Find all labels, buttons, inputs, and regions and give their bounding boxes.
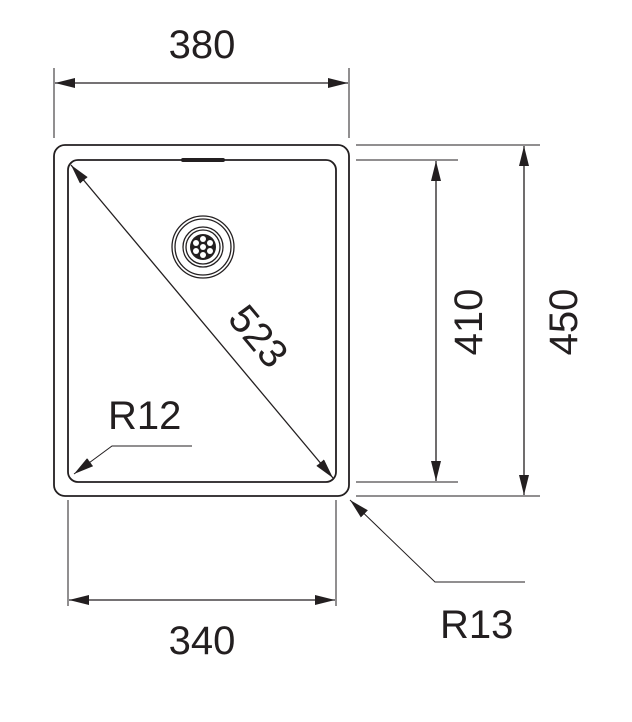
dimension-label-outer-depth: 450 [542, 289, 586, 356]
radius-label-outer: R13 [440, 603, 513, 647]
drain-icon [171, 215, 235, 279]
dimension-label-diagonal: 523 [220, 297, 297, 376]
leader-r13 [349, 499, 525, 583]
dimension-label-inner-depth: 410 [447, 289, 491, 356]
sink-outer-outline [53, 144, 350, 497]
leader-r12 [73, 445, 192, 475]
dimension-line-diagonal [70, 164, 334, 479]
radius-label-inner: R12 [108, 394, 181, 438]
dimension-label-outer-width: 380 [169, 23, 236, 67]
dimension-label-inner-width: 340 [169, 619, 236, 663]
overflow-slot [181, 158, 225, 162]
